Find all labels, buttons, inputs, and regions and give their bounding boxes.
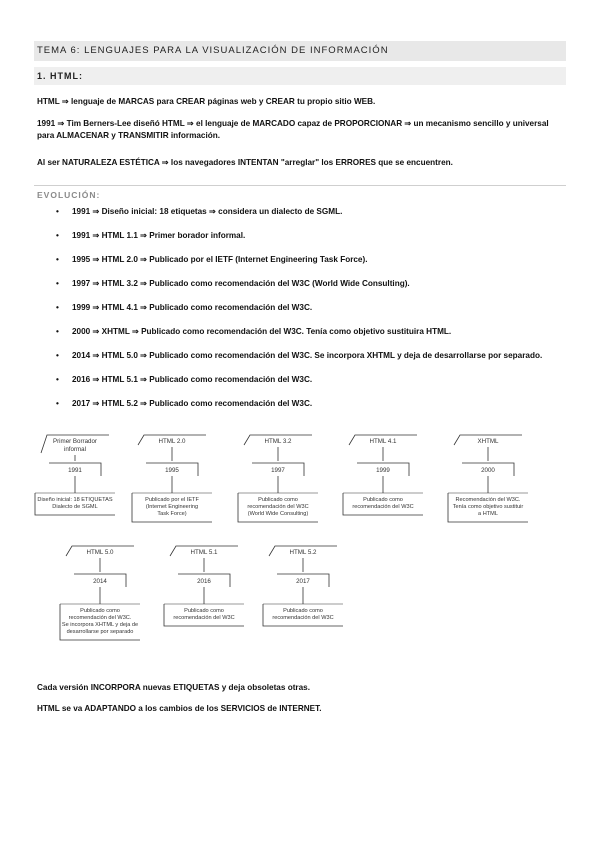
timeline-year: 1997 <box>271 467 285 474</box>
timeline-bottom-label: Publicado como <box>258 497 298 503</box>
timeline-bottom-label: recomendación del W3C <box>173 615 234 621</box>
timeline-year: 1995 <box>165 467 179 474</box>
evolution-heading: EVOLUCIÓN: <box>37 190 101 200</box>
timeline-year: 2014 <box>93 578 107 585</box>
divider <box>34 185 566 186</box>
section-band <box>34 67 566 85</box>
timeline-bottom-label: Publicado como <box>283 608 323 614</box>
timeline-bottom-label: recomendación del W3C <box>247 504 308 510</box>
paragraph-estetica: Al ser NATURALEZA ESTÉTICA ⇒ los navegad… <box>37 158 453 167</box>
timeline-bottom-label: Task Force) <box>157 511 186 517</box>
section-heading: 1. HTML: <box>37 71 83 81</box>
timeline-bottom-label: Publicado como <box>184 608 224 614</box>
timeline-bottom-label: Publicado como <box>80 608 120 614</box>
timeline-bottom-label: Dialecto de SGML <box>52 504 97 510</box>
timeline-bottom-label: recomendación del W3C <box>352 504 413 510</box>
timeline-bottom-label: Publicado por el IETF <box>145 497 199 503</box>
paragraph-berners-lee: 1991 ⇒ Tim Berners-Lee diseñó HTML ⇒ el … <box>37 119 549 140</box>
title-band <box>34 41 566 61</box>
list-item: •1991 ⇒ Diseño inicial: 18 etiquetas ⇒ c… <box>56 207 343 216</box>
timeline-top-label: HTML 5.1 <box>191 549 218 556</box>
timeline-bottom-label: recomendación del W3C <box>272 615 333 621</box>
timeline-top-label: XHTML <box>478 438 500 445</box>
list-item: •2016 ⇒ HTML 5.1 ⇒ Publicado como recome… <box>56 375 313 384</box>
timeline-bottom-label: Publicado como <box>363 497 403 503</box>
timeline-year: 2016 <box>197 578 211 585</box>
list-item: •1999 ⇒ HTML 4.1 ⇒ Publicado como recome… <box>56 303 313 312</box>
closing-paragraph-1: Cada versión INCORPORA nuevas ETIQUETAS … <box>37 683 310 692</box>
page-title: TEMA 6: LENGUAJES PARA LA VISUALIZACIÓN … <box>37 45 389 56</box>
timeline-bottom-label: Diseño inicial: 18 ETIQUETAS <box>37 497 112 503</box>
timeline-bottom-label: a HTML <box>478 511 498 517</box>
timeline-top-label: HTML 5.2 <box>290 549 317 556</box>
timeline-year: 2000 <box>481 467 495 474</box>
timeline-bottom-label: recomendación del W3C. <box>69 615 132 621</box>
list-item: •1991 ⇒ HTML 1.1 ⇒ Primer borador inform… <box>56 231 246 240</box>
timeline-year: 1991 <box>68 467 82 474</box>
timeline-year: 2017 <box>296 578 310 585</box>
list-item: •1995 ⇒ HTML 2.0 ⇒ Publicado por el IETF… <box>56 255 368 264</box>
timeline-top-label: Primer Borrador <box>53 438 97 445</box>
timeline-top-label: informal <box>64 446 86 453</box>
list-item: •1997 ⇒ HTML 3.2 ⇒ Publicado como recome… <box>56 279 410 288</box>
timeline-bottom-label: Tenía como objetivo sustituir <box>453 504 524 510</box>
list-item: •2000 ⇒ XHTML ⇒ Publicado como recomenda… <box>56 327 452 336</box>
timeline-bottom-label: Se incorpora XHTML y deja de <box>62 622 138 628</box>
timeline-bottom-label: (Internet Engineering <box>146 504 198 510</box>
timeline-year: 1999 <box>376 467 390 474</box>
evolution-list: •1991 ⇒ Diseño inicial: 18 etiquetas ⇒ c… <box>56 206 561 410</box>
timeline-bottom-label: Recomendación del W3C. <box>456 497 521 503</box>
list-item: •2017 ⇒ HTML 5.2 ⇒ Publicado como recome… <box>56 399 313 408</box>
closing-paragraph-2: HTML se va ADAPTANDO a los cambios de lo… <box>37 704 322 713</box>
timeline-bottom-label: (World Wide Consulting) <box>248 511 309 517</box>
timeline-top-label: HTML 2.0 <box>159 438 186 445</box>
list-item: •2014 ⇒ HTML 5.0 ⇒ Publicado como recome… <box>56 351 543 360</box>
timeline-top-label: HTML 5.0 <box>87 549 114 556</box>
timeline-top-label: HTML 4.1 <box>370 438 397 445</box>
timeline-bottom-label: desarrollarse por separado <box>67 629 134 635</box>
timeline-top-label: HTML 3.2 <box>265 438 292 445</box>
paragraph-html-definition: HTML ⇒ lenguaje de MARCAS para CREAR pág… <box>37 97 376 106</box>
